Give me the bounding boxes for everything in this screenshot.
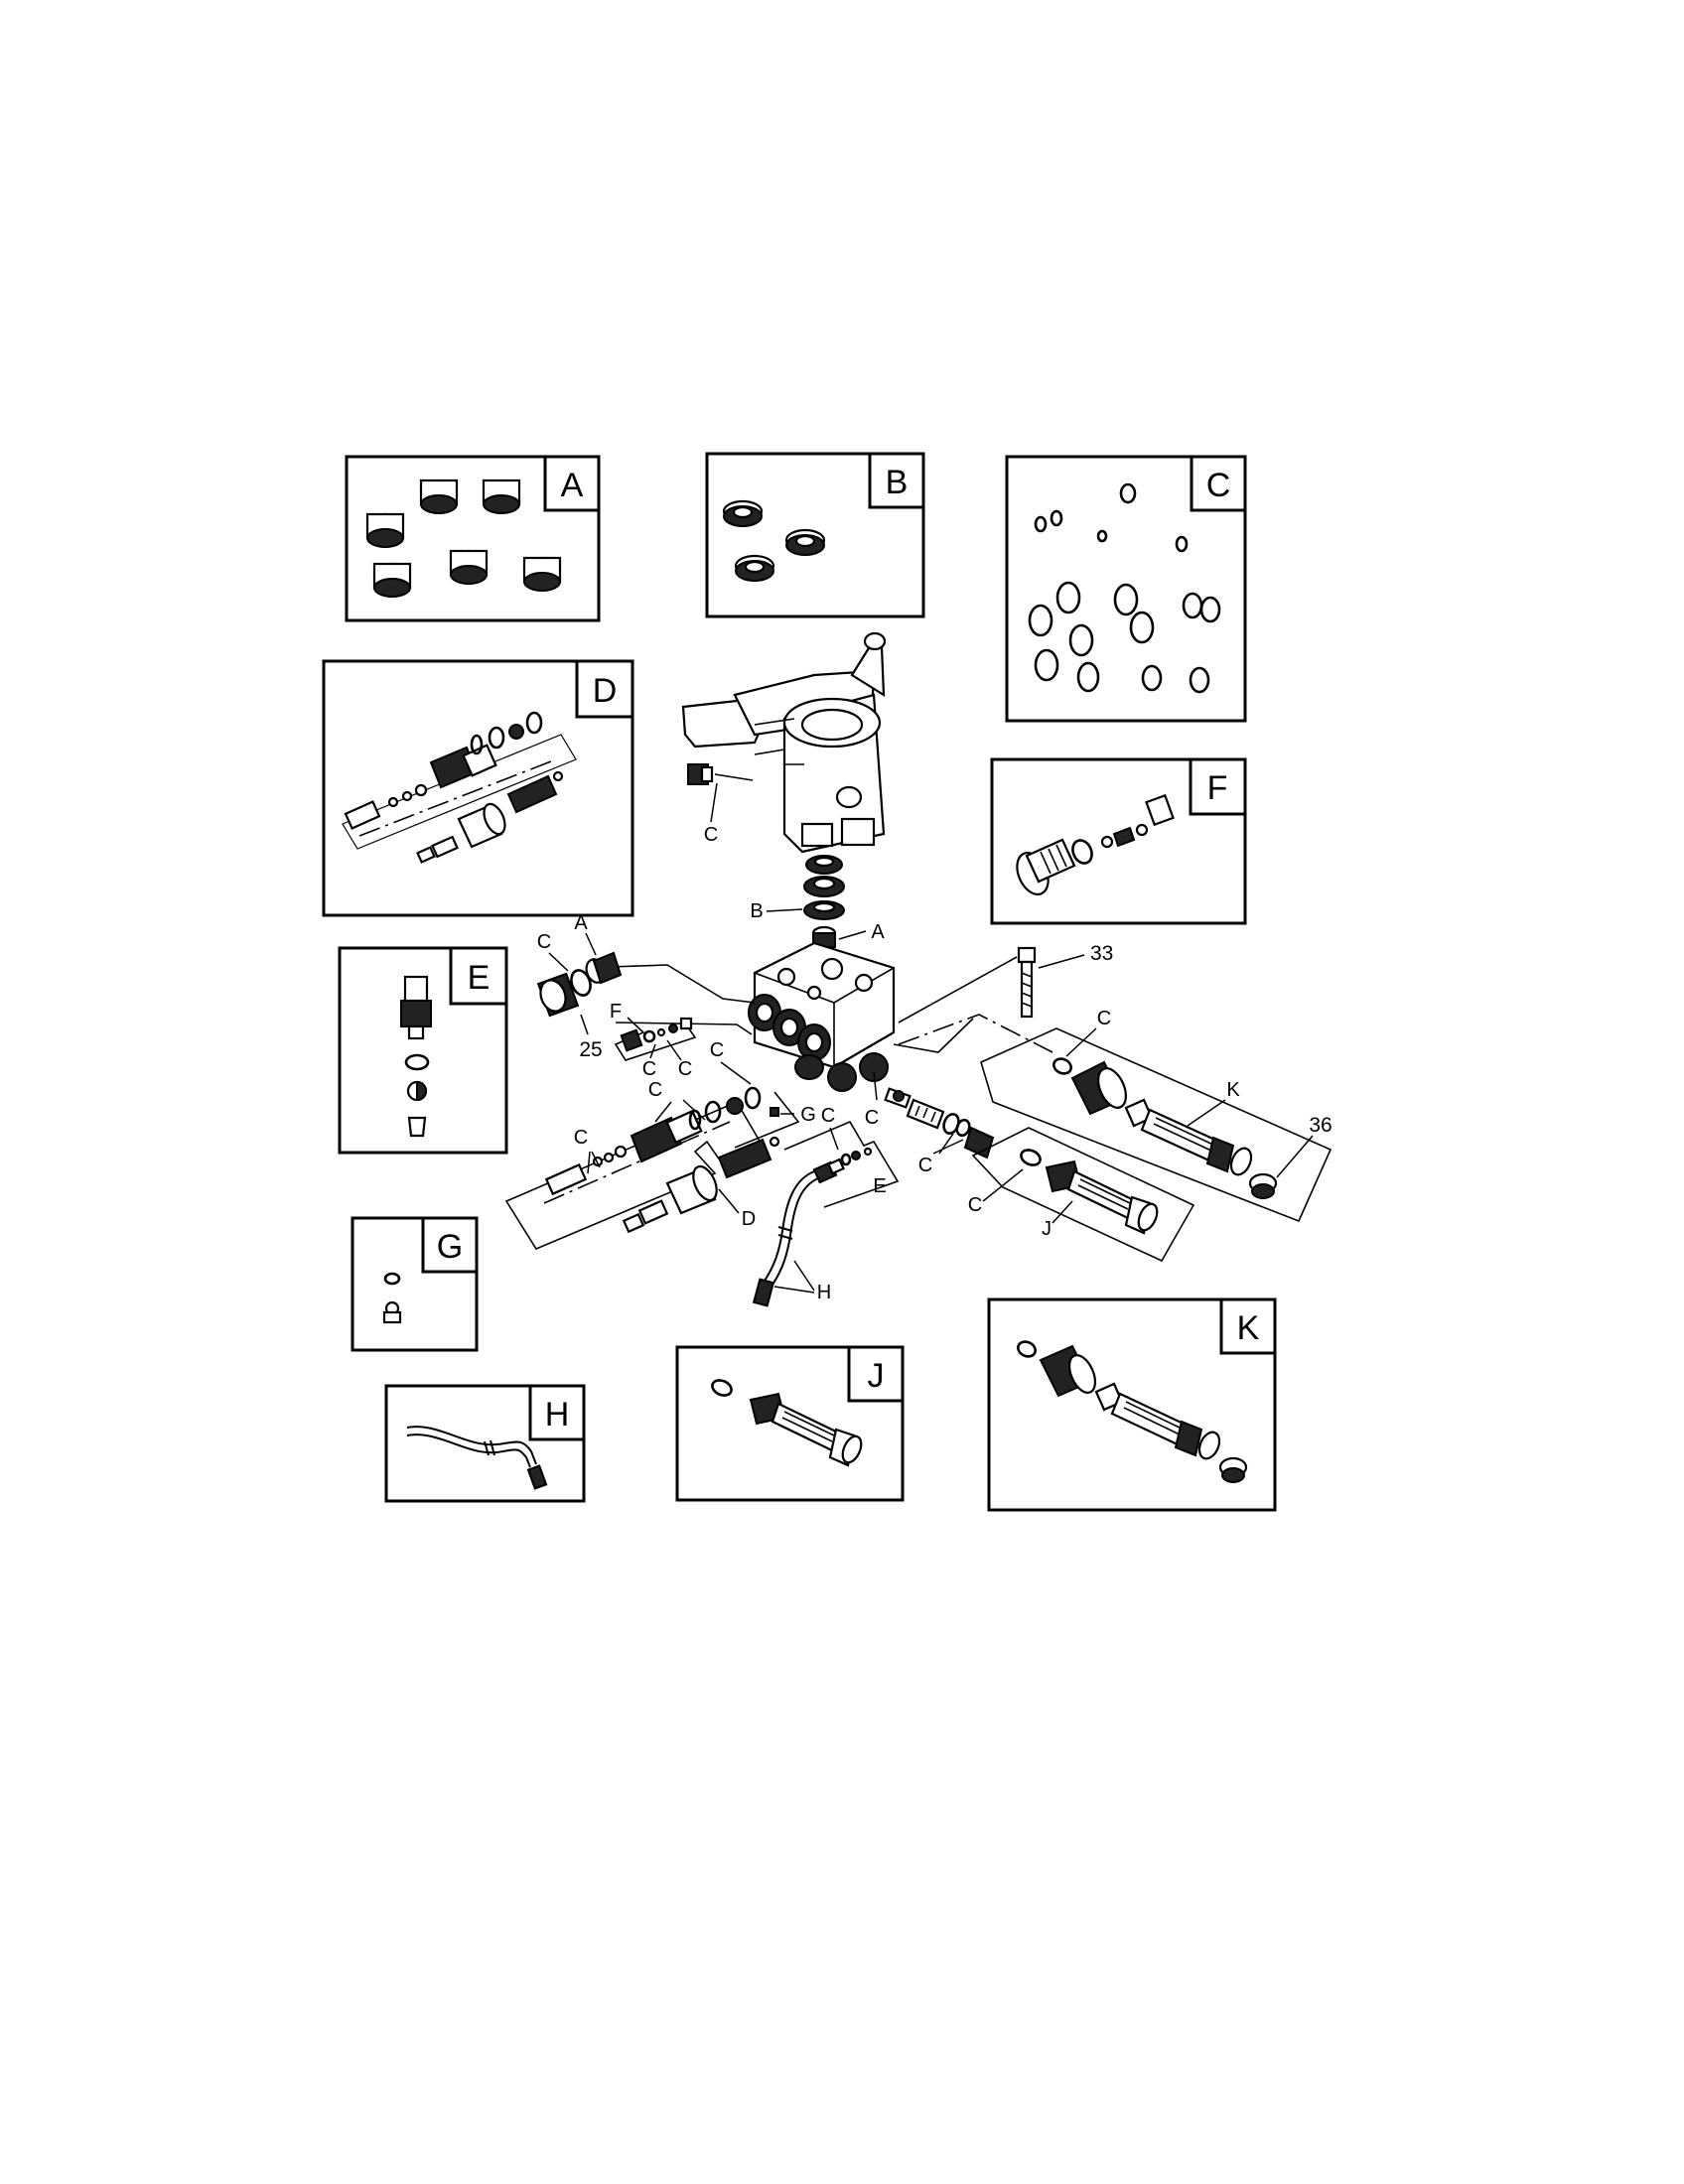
kit-box-c[interactable]: C xyxy=(1005,455,1247,723)
kit-letter-k: K xyxy=(1237,1309,1260,1347)
callout-label: C xyxy=(704,824,718,846)
inlet-fitting xyxy=(711,1379,863,1467)
plug-parts xyxy=(382,1272,402,1324)
seal-stack: B A xyxy=(750,855,885,948)
callout-label: C xyxy=(710,1039,724,1061)
kit-letter-j: J xyxy=(868,1357,885,1395)
callout-number: 36 xyxy=(1309,1114,1332,1137)
callout-label: C xyxy=(642,1058,656,1080)
kit-box-b[interactable]: B xyxy=(705,452,925,618)
thermal-relief-valve xyxy=(400,975,432,1138)
kit-letter-d: D xyxy=(593,672,618,710)
callout-label: A xyxy=(574,912,588,934)
seal-part xyxy=(722,499,826,582)
callout-label: G xyxy=(800,1104,816,1126)
pump-manifold xyxy=(748,941,896,1092)
kit-letter-c: C xyxy=(1206,467,1231,504)
main-exploded-assembly: C B A xyxy=(504,631,1333,1307)
callout-label: C xyxy=(574,1127,588,1149)
callout-label: C xyxy=(537,931,551,953)
kit-box-h[interactable]: H xyxy=(384,1384,586,1503)
left-valve-cluster: A C 25 xyxy=(537,912,623,1061)
callout-label: C xyxy=(648,1079,662,1101)
callout-label: E xyxy=(873,1175,886,1197)
hose-group: H xyxy=(752,1170,831,1307)
callout-number: 25 xyxy=(579,1038,602,1061)
unloader-assembly xyxy=(342,711,577,864)
callout-label: H xyxy=(817,1282,831,1303)
callout-label: A xyxy=(871,921,885,943)
callout-label: J xyxy=(1042,1218,1052,1240)
kit-box-d[interactable]: D xyxy=(322,659,634,917)
inlet-filter-group: C K 36 xyxy=(898,1008,1333,1223)
callout-number: 33 xyxy=(1090,942,1113,965)
kit-box-k[interactable]: K xyxy=(987,1297,1277,1512)
kit-box-j[interactable]: J xyxy=(675,1345,905,1502)
kit-letter-a: A xyxy=(561,467,584,504)
callout-label: C xyxy=(968,1194,982,1216)
kit-letter-g: G xyxy=(437,1228,463,1266)
callout-label: C xyxy=(865,1107,879,1129)
inlet-filter-assembly xyxy=(1016,1340,1248,1483)
kit-letter-f: F xyxy=(1207,769,1228,807)
callout-label: C xyxy=(918,1155,932,1176)
callout-label: D xyxy=(742,1208,756,1230)
unloader-group: C C C D xyxy=(504,1039,780,1251)
kit-letter-e: E xyxy=(468,959,491,997)
o-ring-set xyxy=(1028,482,1221,694)
unloader-valve-parts xyxy=(1016,793,1175,895)
kit-box-f[interactable]: F xyxy=(990,757,1247,925)
hose-part xyxy=(406,1426,548,1490)
kit-letter-b: B xyxy=(886,464,909,501)
plug-group: G xyxy=(734,1091,816,1149)
callout-label: K xyxy=(1226,1079,1240,1101)
callout-label: C xyxy=(821,1105,835,1127)
kit-box-g[interactable]: G xyxy=(351,1216,479,1352)
callout-label: B xyxy=(750,900,763,922)
crankcase-housing: C xyxy=(681,631,887,854)
inlet-group: C J xyxy=(968,1127,1195,1263)
unloader-valve-group: F C C xyxy=(610,1001,697,1080)
valve-part xyxy=(365,478,562,598)
middle-fittings: C C xyxy=(865,1071,995,1176)
kit-letter-h: H xyxy=(545,1396,570,1433)
bolt-33: 33 xyxy=(1017,942,1113,1019)
kit-box-a[interactable]: A xyxy=(345,455,601,622)
callout-label: C xyxy=(1097,1008,1111,1029)
callout-label: C xyxy=(678,1058,692,1080)
callout-label: F xyxy=(610,1001,622,1023)
kit-box-e[interactable]: E xyxy=(338,946,508,1155)
